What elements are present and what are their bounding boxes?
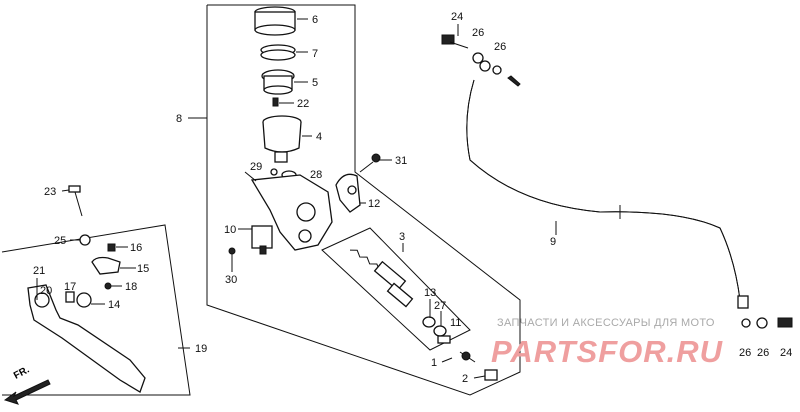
callout-25: 25 bbox=[54, 235, 66, 247]
callout-26-top-a: 26 bbox=[472, 27, 484, 39]
callout-17: 17 bbox=[64, 281, 76, 293]
callout-26-bottom-a: 26 bbox=[739, 347, 751, 359]
callout-19: 19 bbox=[195, 343, 207, 355]
callout-15: 15 bbox=[137, 263, 149, 275]
float-pin bbox=[272, 97, 279, 107]
brake-switch bbox=[251, 225, 273, 255]
callout-13: 13 bbox=[424, 287, 436, 299]
callout-14: 14 bbox=[108, 299, 120, 311]
callout-31: 31 bbox=[395, 155, 407, 167]
screw-30 bbox=[228, 247, 236, 265]
callout-30: 30 bbox=[225, 274, 237, 286]
reservoir-cap bbox=[254, 6, 296, 36]
callout-11: 11 bbox=[450, 317, 461, 329]
brake-lever bbox=[27, 284, 146, 393]
callout-4: 4 bbox=[316, 131, 322, 143]
callout-27: 27 bbox=[434, 300, 446, 312]
callout-28: 28 bbox=[310, 169, 322, 181]
watermark-logo: PARTSFOR.RU bbox=[491, 334, 724, 369]
callout-10: 10 bbox=[224, 224, 236, 236]
callout-24-bottom: 24 bbox=[780, 347, 792, 359]
brake-hose bbox=[466, 79, 741, 301]
callout-22: 22 bbox=[297, 98, 309, 110]
callout-8: 8 bbox=[176, 113, 182, 125]
piston-set bbox=[349, 249, 414, 308]
callout-26-bottom-b: 26 bbox=[757, 347, 769, 359]
callout-5: 5 bbox=[312, 77, 318, 89]
callout-7: 7 bbox=[312, 48, 318, 60]
boot-seals bbox=[422, 316, 451, 344]
callout-3: 3 bbox=[399, 231, 405, 243]
leader-lines bbox=[36, 18, 557, 379]
callout-1: 1 bbox=[431, 357, 437, 369]
bolt-31 bbox=[359, 153, 381, 173]
diaphragm bbox=[261, 69, 295, 95]
hose-fittings bbox=[441, 34, 793, 329]
callout-12: 12 bbox=[368, 198, 380, 210]
fr-arrow bbox=[3, 379, 51, 405]
callout-labels: 6 7 5 22 4 8 29 28 31 12 10 30 3 13 27 1… bbox=[33, 11, 792, 385]
callout-21: 21 bbox=[33, 265, 45, 277]
callout-26-top-b: 26 bbox=[494, 41, 506, 53]
callout-23: 23 bbox=[44, 186, 56, 198]
nut-25 bbox=[79, 234, 91, 246]
callout-24-top: 24 bbox=[451, 11, 463, 23]
callout-16: 16 bbox=[130, 242, 142, 254]
push-rod bbox=[459, 351, 498, 381]
callout-18: 18 bbox=[125, 281, 137, 293]
lever-adjuster bbox=[65, 243, 121, 308]
master-cylinder-body bbox=[244, 171, 333, 251]
pivot-bolt bbox=[68, 185, 83, 217]
callout-29: 29 bbox=[250, 161, 262, 173]
diaphragm-plate bbox=[260, 44, 296, 61]
callout-9: 9 bbox=[550, 236, 556, 248]
reservoir-body bbox=[262, 115, 302, 163]
callout-2: 2 bbox=[462, 373, 468, 385]
callout-20: 20 bbox=[40, 285, 52, 297]
watermark-text: ЗАПЧАСТИ И АКСЕССУАРЫ ДЛЯ МОТО bbox=[497, 317, 715, 329]
callout-6: 6 bbox=[312, 14, 318, 26]
holder-clamp bbox=[335, 173, 361, 213]
